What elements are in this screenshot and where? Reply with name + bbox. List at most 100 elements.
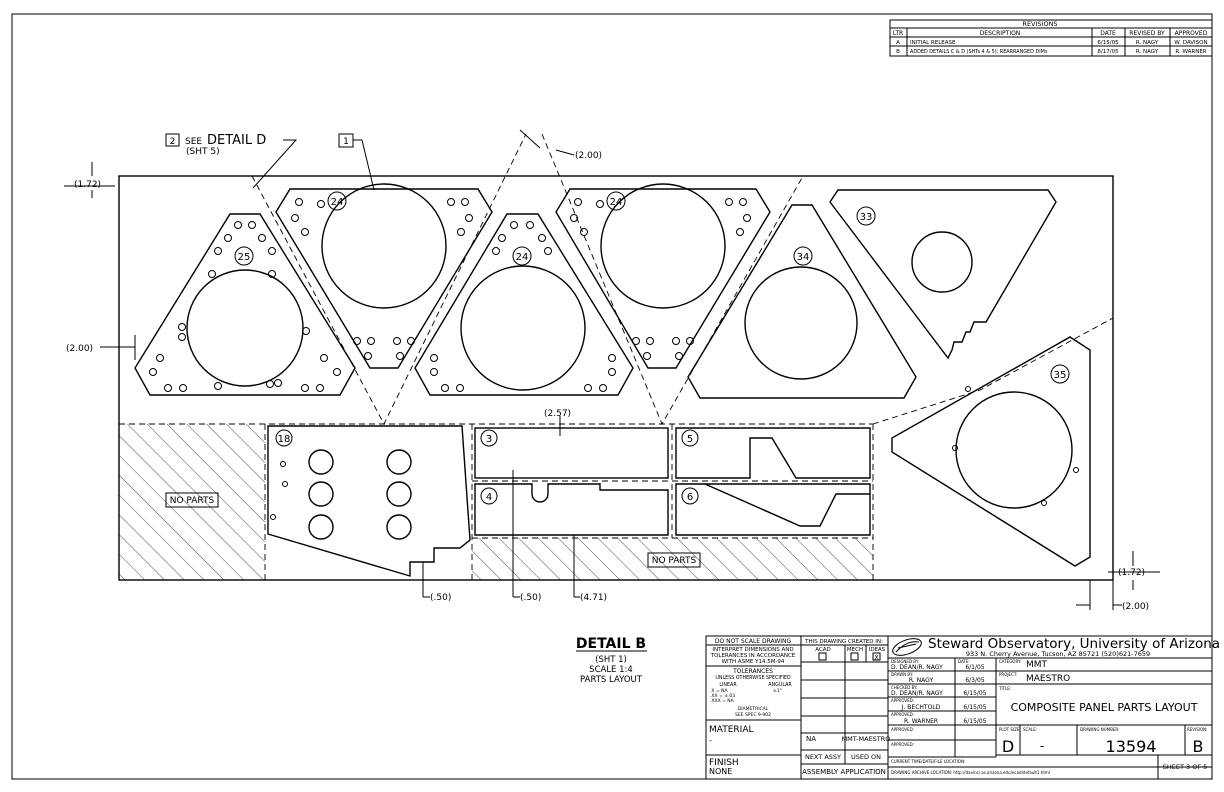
tb-assembly-application: ASSEMBLY APPLICATION [802,768,886,776]
tb-revision-value: B [1193,737,1204,756]
tb-approved3-label: APPROVED: [891,727,914,732]
part-24-a: 24 [275,183,493,369]
tb-na: NA [806,735,816,743]
tb-finish-label: FINISH [709,758,739,768]
tb-diametrical: DIAMETRICAL [738,706,769,712]
tb-unless: UNLESS OTHERWISE SPECIFIED [715,675,791,681]
tb-sheet: SHEET 3 OF 5 [1163,763,1208,771]
tb-project-value: MAESTRO [1026,674,1070,684]
tb-angular-value: ±1° [773,688,782,694]
part-35: 35 [891,336,1091,567]
tb-title-value: COMPOSITE PANEL PARTS LAYOUT [1011,701,1198,714]
detail-d-sheet: (SHT 5) [186,147,220,157]
tb-checked-date: 6/15/05 [963,690,986,697]
rev-a-date: 6/15/05 [1097,40,1119,46]
tb-archive-label: DRAWING ARCHIVE LOCATION: http://davinci… [891,770,1050,775]
tb-title-label: TITLE: [998,686,1011,691]
part-label-24b: 24 [516,252,529,263]
no-parts-label-box-left [165,492,219,508]
tb-approved2-value: R. WARNER [904,718,938,725]
detail-b-scale: SCALE 1:4 [589,665,633,675]
part-5: 5 [675,427,871,479]
tb-approved2-date: 6/15/05 [963,718,986,725]
rev-b-date: 8/17/05 [1097,49,1119,55]
rev-b-revised-by: R. NAGY [1136,49,1159,55]
tb-linear: LINEAR [719,682,737,688]
dimension-lines [64,129,1160,610]
detail-d-see: SEE [185,137,202,147]
title-block: DO NOT SCALE DRAWING INTERPRET DIMENSION… [705,635,1220,780]
tb-designed-label: DESIGNED BY: [891,659,919,664]
part-label-25: 25 [238,252,251,263]
cut-lines [119,133,1114,580]
tb-approved4-label: APPROVED: [891,742,914,747]
tb-checked-label: CHECKED BY: [891,685,917,690]
detail-b-label: DETAIL B (SHT 1) SCALE 1:4 PARTS LAYOUT [576,636,647,685]
rev-header-date: DATE [1100,30,1116,37]
part-label-3: 3 [486,434,492,445]
dim-right-200: (2.00) [1122,602,1149,612]
tb-mech: MECH [847,647,863,653]
tb-next-assy: NEXT ASSY [805,753,841,761]
tb-next-assy-value: MMT-MAESTRO [842,735,891,743]
part-label-4: 4 [486,492,492,503]
tb-interpret-2: TOLERANCES IN ACCORDANCE [710,653,796,659]
tb-interpret-1: INTERPRET DIMENSIONS AND [712,647,793,653]
tb-do-not-scale: DO NOT SCALE DRAWING [715,638,792,645]
tb-category-label: CATEGORY: [999,659,1021,664]
dim-bottom-050-b: (.50) [520,593,541,603]
tb-acad-checkbox [818,652,827,661]
tb-material-value: - [709,736,712,745]
tb-interpret-3: WITH ASME Y14.5M-94 [722,659,785,665]
tb-approved2-label: APPROVED: [891,712,914,717]
tb-revision-label: REVISION: [1187,727,1207,732]
part-33: 33 [829,189,1057,360]
tb-tolerances: TOLERANCES [732,668,773,675]
no-parts-label-left: NO PARTS [170,496,215,506]
part-6: 6 [675,483,871,536]
dim-top-left-172: (1.72) [74,180,101,190]
tb-approved1-label: APPROVED: [891,698,914,703]
rev-a-ltr: A [896,40,900,46]
tb-lin-x: .X = NA [710,688,729,694]
tb-project-label: PROJECT: [999,672,1017,677]
rev-header-description: DESCRIPTION [980,30,1021,37]
dim-mid-257: (2.57) [544,409,571,419]
tb-drawn-label: DRAWN BY: [891,672,913,677]
revisions-title: REVISIONS [1022,20,1057,28]
part-25: 25 [134,213,356,396]
tb-drawing-number-label: DRAWING NUMBER: [1080,727,1119,732]
dim-bottom-471: (4.71) [580,593,607,603]
part-18: 18 [267,425,471,577]
part-label-24c: 24 [610,197,623,208]
tb-plot-size-value: D [1002,737,1014,756]
no-parts-region-bottom [472,538,873,580]
tb-angular: ANGULAR [768,682,792,688]
rev-header-revised-by: REVISED BY [1129,30,1165,37]
rev-header-ltr: LTR [893,30,903,37]
item-1-callout: 1 [338,133,375,191]
tb-used-on: USED ON [851,753,881,761]
part-24-b: 24 [414,213,634,396]
tb-current-time-label: CURRENT TIME/DATE/FILE LOCATION: [891,759,965,764]
tb-scale-value: - [1040,739,1044,753]
tb-ideas-check: X [874,655,878,662]
tb-drawn-date: 6/3/05 [965,677,984,684]
tb-drawing-number: 13594 [1106,737,1157,756]
dim-bottom-050-a: (.50) [430,593,451,603]
tb-mech-checkbox [850,652,859,661]
rev-a-approved: W. DAVISON [1174,40,1207,46]
tb-spec: SEE SPEC 9-902 [735,712,771,718]
no-parts-label-box-bottom [647,552,701,568]
revisions-table: REVISIONS LTR DESCRIPTION DATE REVISED B… [889,19,1213,57]
tb-org-name: Steward Observatory, University of Arizo… [928,636,1220,652]
part-4: 4 [474,483,669,536]
rev-a-revised-by: R. NAGY [1136,40,1159,46]
tb-created-in: THIS DRAWING CREATED IN: [804,639,883,645]
part-label-24a: 24 [331,197,344,208]
tb-lin-xxx: .XXX = NA [710,698,735,704]
part-label-35: 35 [1054,370,1067,381]
detail-d-balloon: 2 [170,137,176,147]
no-parts-region-left [119,424,265,580]
tb-designed-date: 6/1/05 [965,664,984,671]
